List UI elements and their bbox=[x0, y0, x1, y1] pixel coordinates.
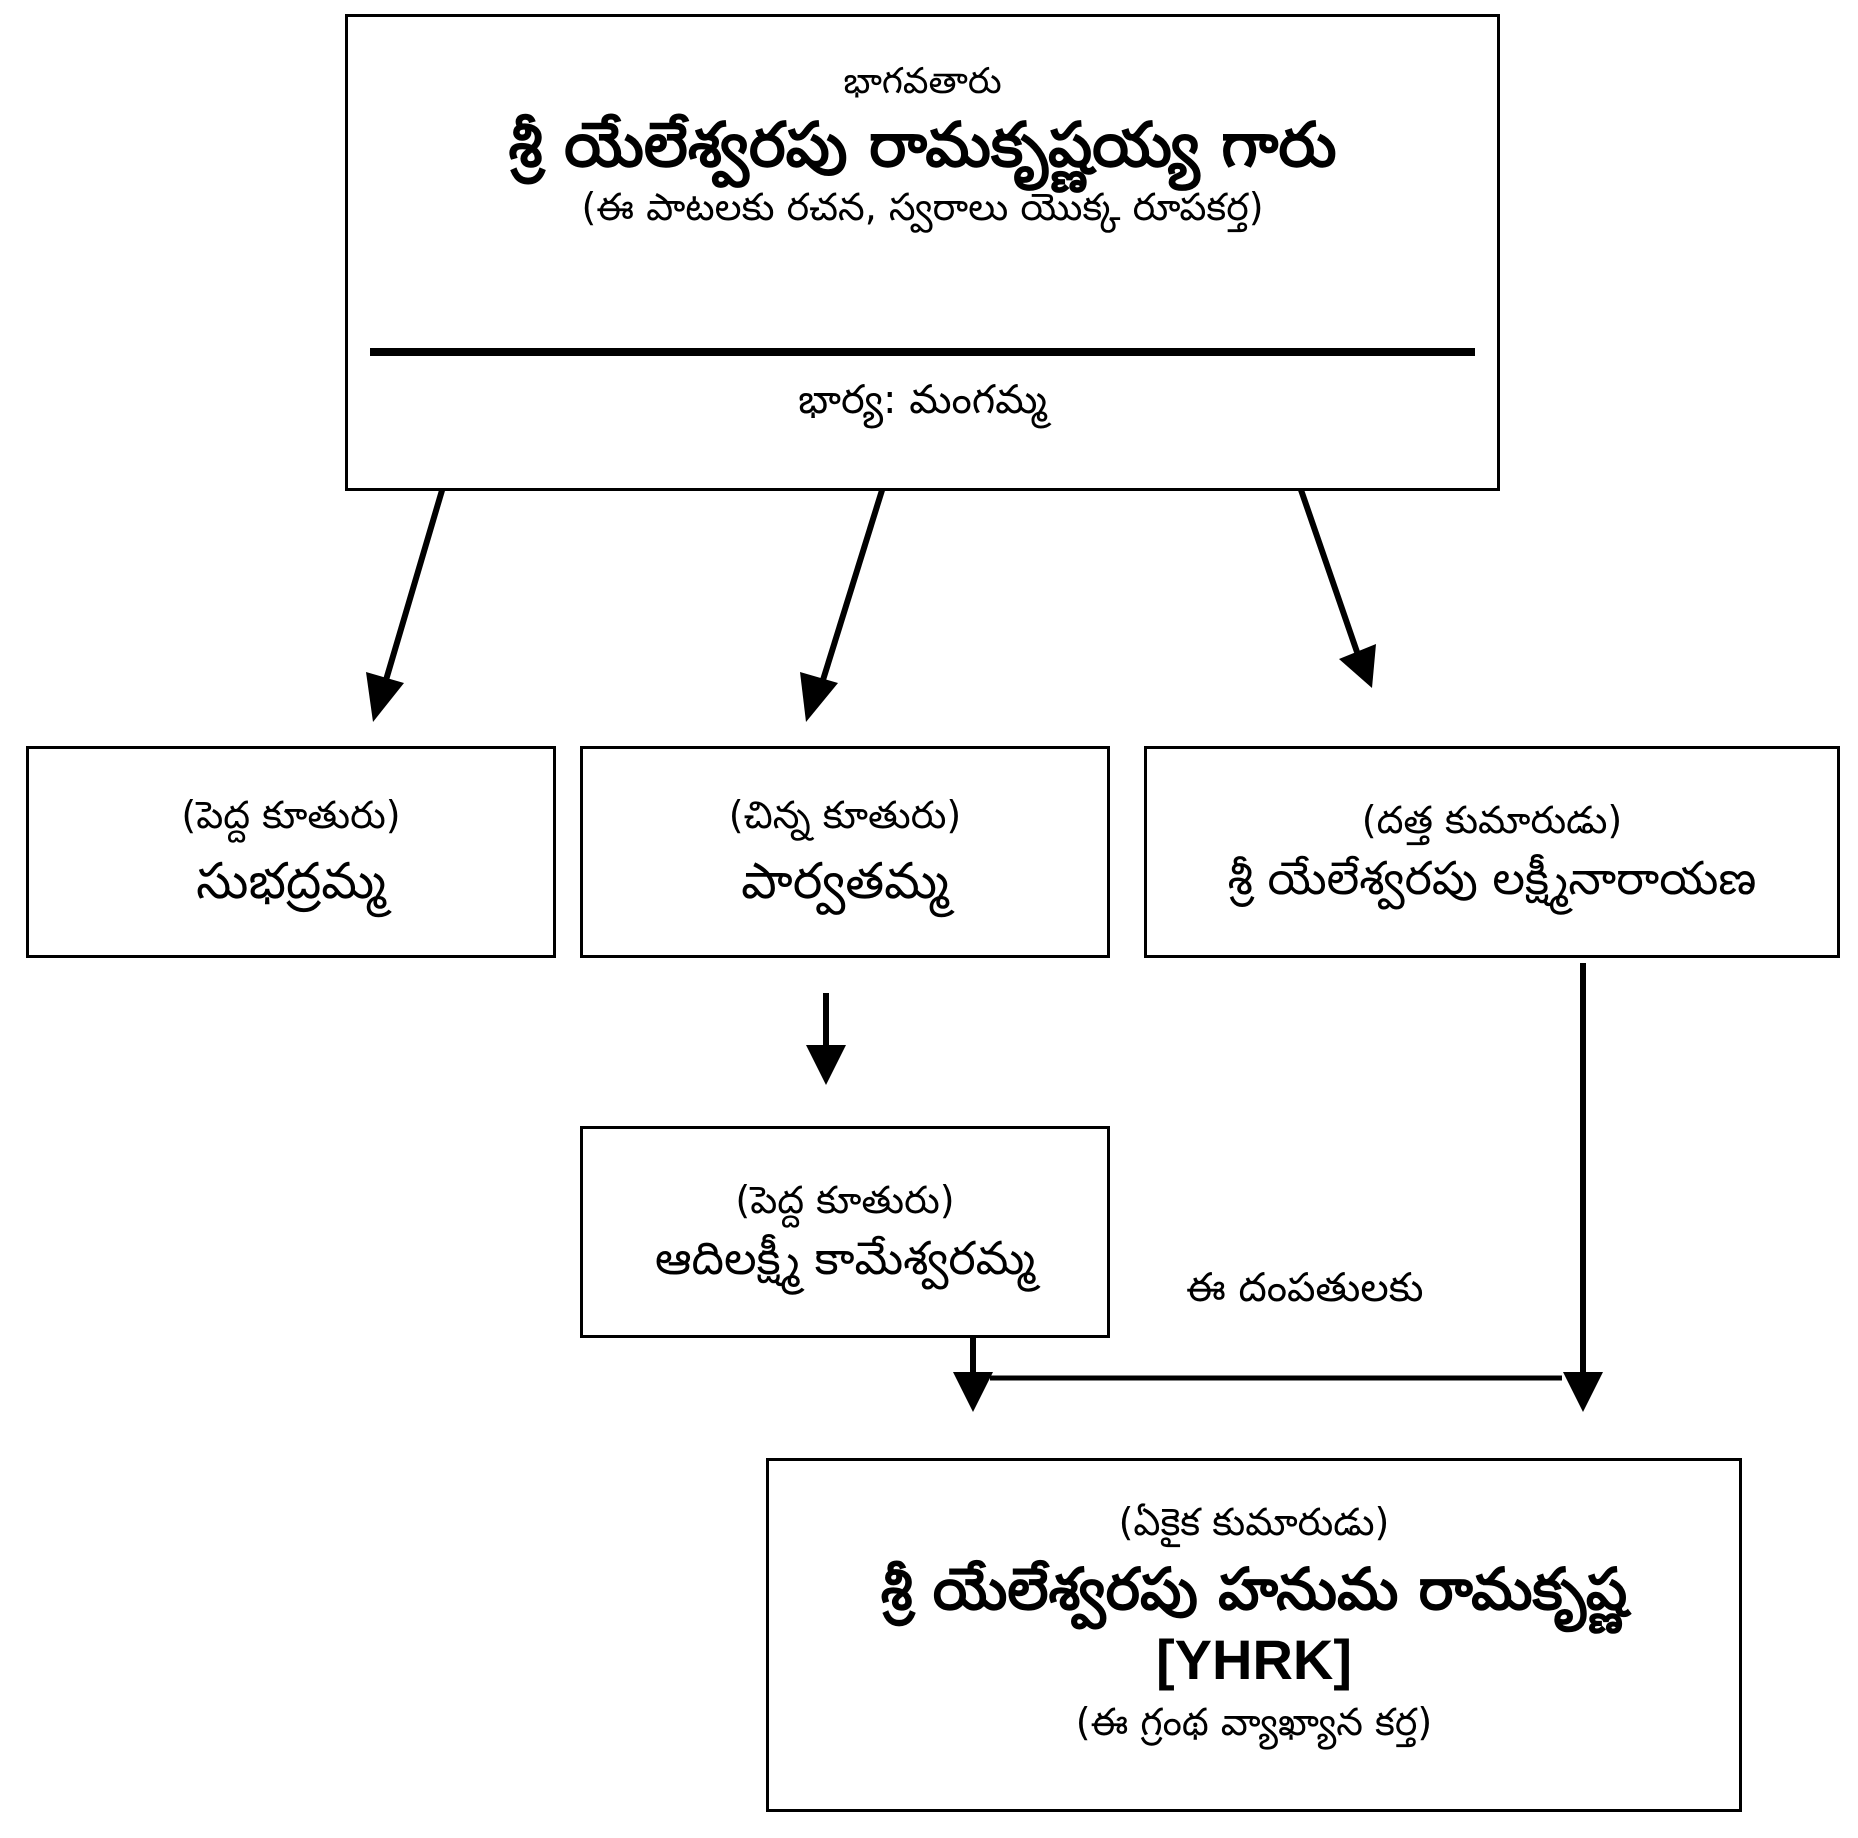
arrowhead-lakshminarayana bbox=[1339, 644, 1376, 688]
grandchild-role: (పెద్ద కూతురు) bbox=[735, 1177, 955, 1222]
spouse-divider bbox=[370, 348, 1475, 356]
descendant-code: [YHRK] bbox=[1156, 1628, 1352, 1691]
root-name: శ్రీ యేలేశ్వరపు రామకృష్ణయ్య గారు bbox=[508, 108, 1337, 181]
root-ancestor-box: భాగవతారు శ్రీ యేలేశ్వరపు రామకృష్ణయ్య గార… bbox=[345, 14, 1500, 491]
child-role: (దత్త కుమారుడు) bbox=[1361, 797, 1623, 842]
couple-label: ఈ దంపతులకు bbox=[1186, 1265, 1424, 1311]
grandchild-name: ఆదిలక్ష్మీ కామేశ్వరమ్మ bbox=[654, 1231, 1036, 1285]
child-name: సుభద్రమ్మ bbox=[196, 851, 386, 910]
arrowhead-descendant-right bbox=[1563, 1372, 1603, 1412]
descendant-box: (ఏకైక కుమారుడు) శ్రీ యేలేశ్వరపు హనుమ రామ… bbox=[766, 1458, 1742, 1812]
arrowhead-adilakshmi bbox=[806, 1045, 846, 1085]
grandchild-box-adilakshmi: (పెద్ద కూతురు) ఆదిలక్ష్మీ కామేశ్వరమ్మ bbox=[580, 1126, 1110, 1338]
root-description: (ఈ పాటలకు రచన, స్వరాలు యొక్క రూపకర్త) bbox=[581, 184, 1264, 229]
child-role: (చిన్న కూతురు) bbox=[728, 793, 962, 837]
arrowhead-descendant-left bbox=[953, 1372, 993, 1412]
arrow-root-to-subhadramma bbox=[383, 486, 446, 681]
root-role: భాగవతారు bbox=[843, 61, 1002, 102]
child-box-lakshminarayana: (దత్త కుమారుడు) శ్రీ యేలేశ్వరపు లక్ష్మీన… bbox=[1144, 746, 1840, 958]
child-name: పార్వతమ్మ bbox=[741, 851, 949, 910]
arrowhead-parvatamma bbox=[800, 672, 838, 722]
child-name: శ్రీ యేలేశ్వరపు లక్ష్మీనారాయణ bbox=[1227, 851, 1757, 905]
descendant-name: శ్రీ యేలేశ్వరపు హనుమ రామకృష్ణ bbox=[880, 1554, 1628, 1623]
descendant-description: (ఈ గ్రంథ వ్యాఖ్యాన కర్త) bbox=[1075, 1700, 1433, 1744]
child-role: (పెద్ద కూతురు) bbox=[181, 793, 401, 837]
root-spouse: భార్య: మంగమ్మ bbox=[798, 377, 1047, 423]
child-box-parvatamma: (చిన్న కూతురు) పార్వతమ్మ bbox=[580, 746, 1110, 958]
child-box-subhadramma: (పెద్ద కూతురు) సుభద్రమ్మ bbox=[26, 746, 556, 958]
arrow-root-to-lakshminarayana bbox=[1297, 486, 1360, 653]
descendant-role: (ఏకైక కుమారుడు) bbox=[1118, 1500, 1390, 1544]
arrow-root-to-parvatamma bbox=[820, 486, 886, 681]
arrowhead-subhadramma bbox=[366, 672, 404, 722]
